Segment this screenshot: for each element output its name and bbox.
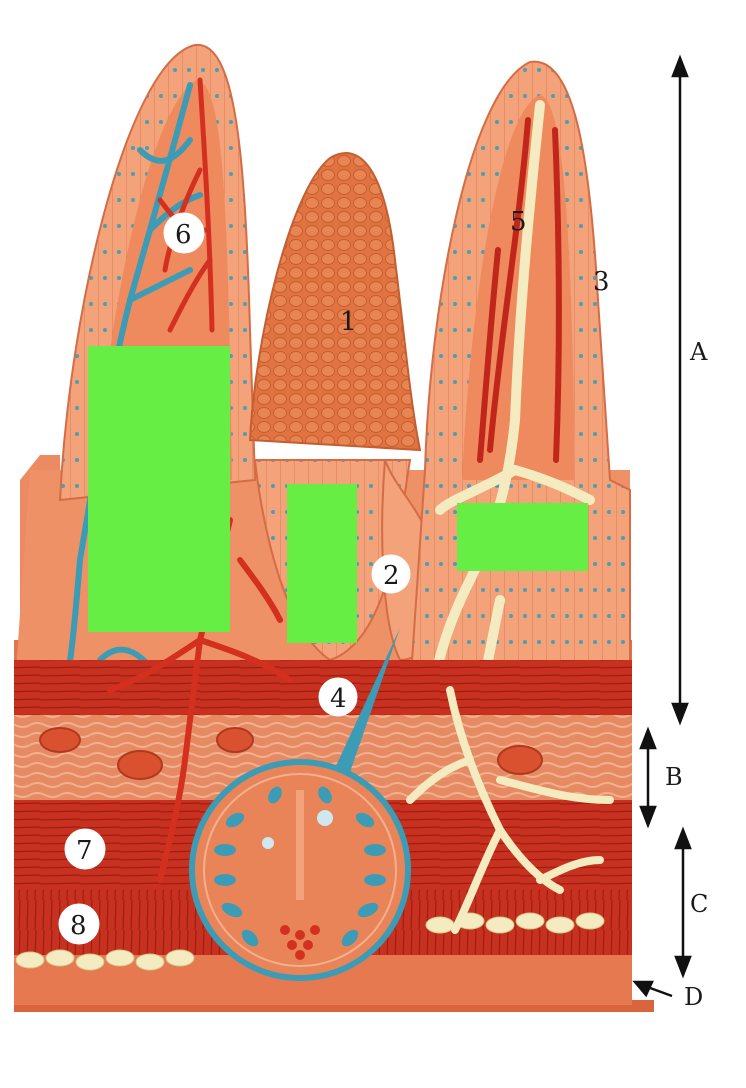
lymphatic-network-right: [406, 686, 614, 934]
label-3: 3: [593, 267, 610, 297]
label-1: 1: [340, 307, 357, 337]
region-a-label: A: [689, 338, 708, 366]
label-8: 8: [70, 911, 87, 941]
region-d-arrow: [632, 980, 673, 998]
duct-pointer: [335, 628, 400, 772]
redaction-box-3: [457, 503, 588, 571]
villus-right: [408, 60, 631, 765]
redaction-box-2: [287, 484, 357, 643]
region-d-label: D: [684, 983, 703, 1011]
region-c-arrow: [674, 826, 692, 979]
redaction-boxes: [88, 346, 588, 643]
lymph-nodule: [189, 759, 411, 981]
region-b-label: B: [665, 763, 683, 791]
region-c-label: C: [690, 890, 708, 918]
label-6: 6: [175, 220, 192, 250]
villus-middle-surface: [248, 152, 422, 452]
label-4: 4: [330, 684, 347, 714]
region-markers: [632, 54, 692, 998]
region-letters: A B C D: [665, 338, 708, 1011]
label-5: 5: [510, 207, 527, 237]
artery-network-right: [477, 117, 562, 463]
region-b-arrow: [639, 726, 657, 829]
label-7: 7: [76, 836, 93, 866]
number-labels: 1 2 3 4 5 6 7 8: [58, 207, 610, 945]
region-a-arrow: [671, 54, 689, 726]
label-2: 2: [383, 561, 400, 591]
redaction-box-1: [88, 346, 230, 632]
